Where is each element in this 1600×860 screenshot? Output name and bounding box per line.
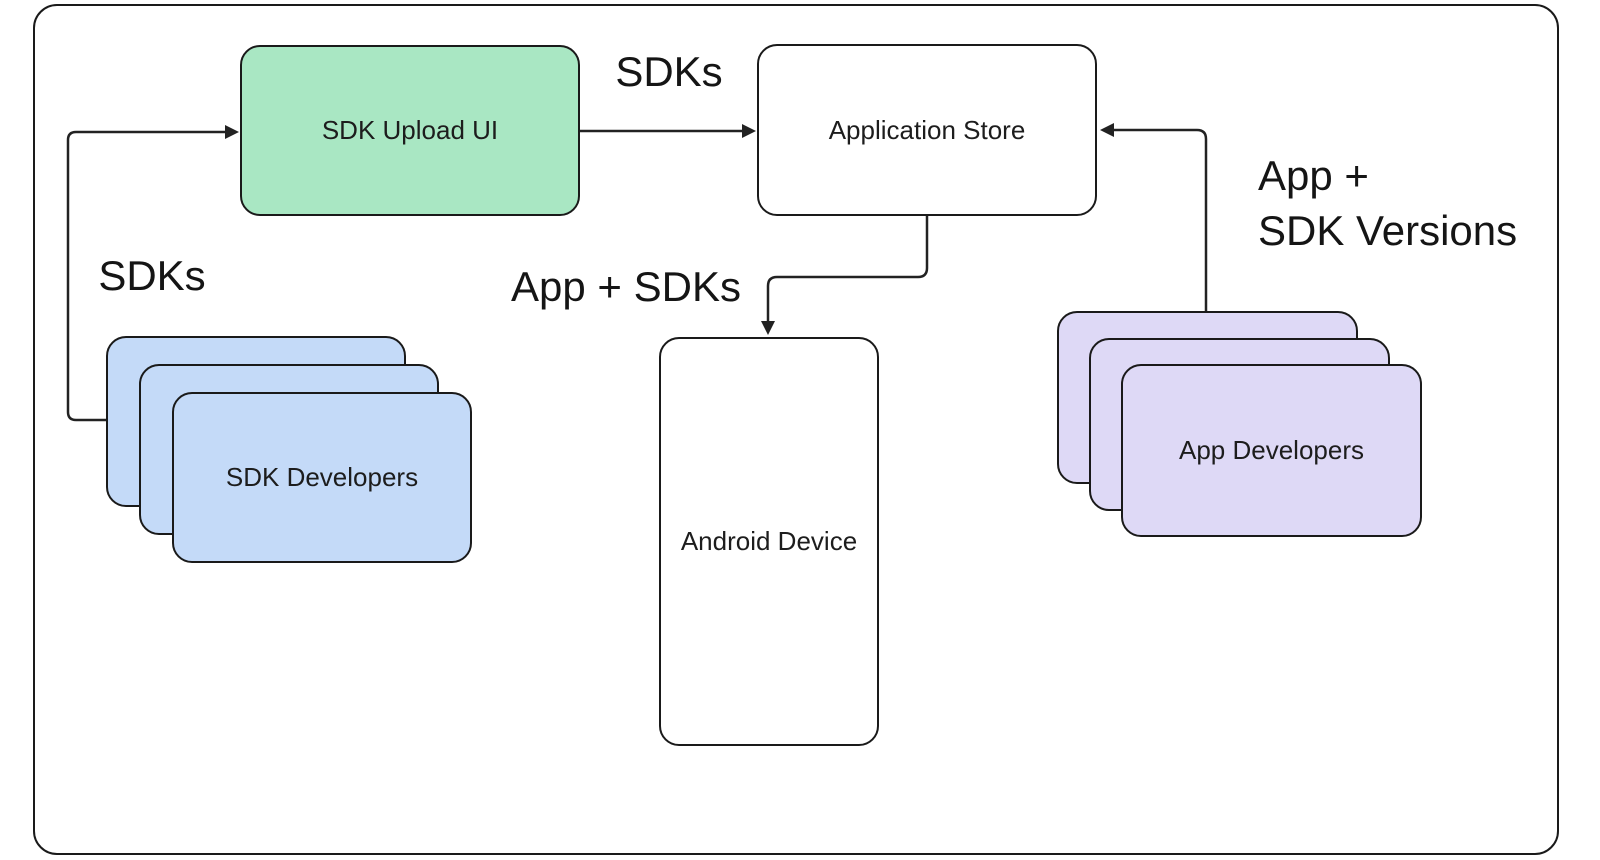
app-developers-label: App Developers [1179, 435, 1364, 465]
arrowhead-into-sdk-upload-ui [225, 125, 239, 139]
edge-label-sdks-left: SDKs [98, 252, 206, 299]
android-device-label: Android Device [680, 526, 858, 557]
node-sdk-upload-ui: SDK Upload UI [240, 45, 580, 216]
arrowhead-into-android-device [761, 321, 775, 335]
arrowhead-into-application-store-right [1100, 123, 1114, 137]
node-android-device: Android Device [659, 337, 879, 746]
diagram-outer-border [33, 4, 1559, 855]
node-application-store: Application Store [757, 44, 1097, 216]
edge-label-app-plus-sdk-versions: App + SDK Versions [1258, 148, 1517, 259]
node-sdk-developers: SDK Developers [172, 392, 472, 563]
edge-label-sdks-top: SDKs [615, 48, 723, 95]
edge-app-developers-to-application-store [1111, 128, 1208, 315]
arrowhead-into-application-store-left [742, 124, 756, 138]
sdk-upload-ui-label: SDK Upload UI [321, 115, 499, 146]
edge-sdk-developers-to-sdk-upload-ui [66, 130, 229, 422]
edge-label-app-plus-sdks: App + SDKs [511, 263, 741, 310]
application-store-label: Application Store [828, 114, 1026, 145]
edge-application-store-to-android-device [766, 214, 929, 323]
edge-label-app-plus-sdk-versions-line1: App + [1258, 152, 1369, 199]
sdk-developers-label: SDK Developers [225, 462, 419, 492]
edge-label-app-plus-sdk-versions-line2: SDK Versions [1258, 207, 1518, 255]
node-app-developers: App Developers [1121, 364, 1422, 537]
